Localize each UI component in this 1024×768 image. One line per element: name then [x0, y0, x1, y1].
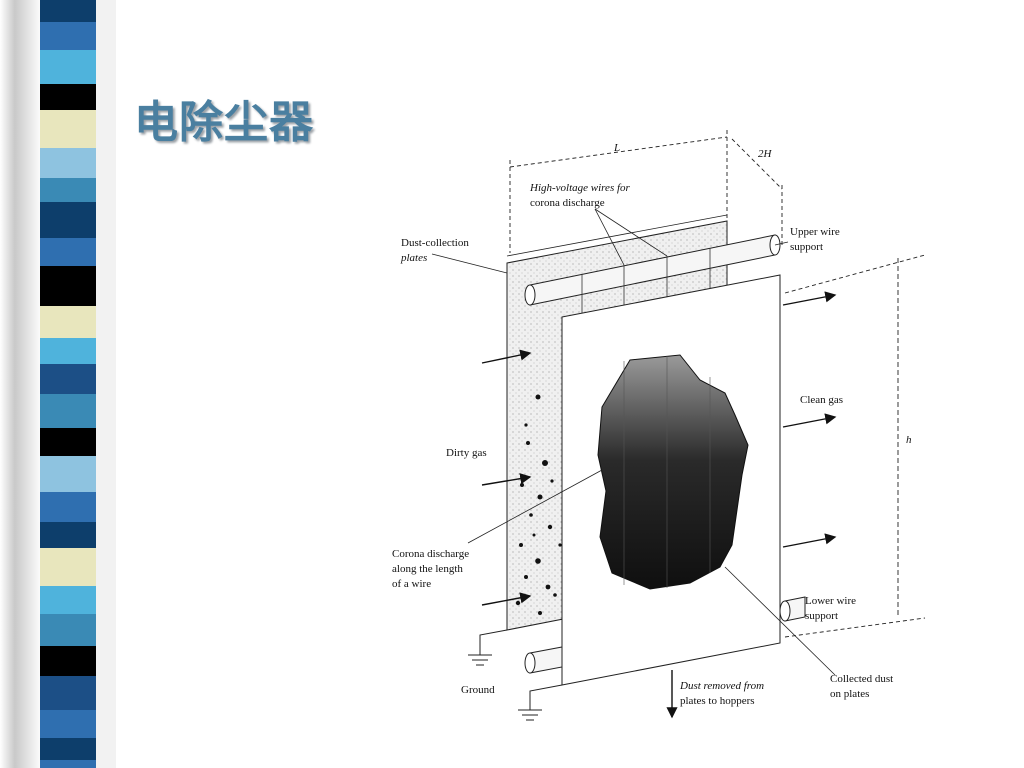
dimension-L-label: L: [613, 142, 620, 154]
side-bar-block: [40, 738, 96, 760]
hv-wires-label-line1: High-voltage wires for: [529, 182, 631, 194]
side-bar-block: [40, 394, 96, 428]
clean-gas-label: Clean gas: [800, 394, 843, 406]
side-bar-block: [40, 0, 96, 22]
slide-title: 电除尘器: [134, 97, 314, 148]
side-bar-block: [40, 306, 96, 338]
lower-wire-support-rod: [779, 596, 806, 622]
side-bar-block: [40, 456, 96, 492]
corona-label-line1: Corona discharge: [392, 548, 469, 560]
side-bar-block: [40, 338, 96, 364]
dust-plates-label-line1: Dust-collection: [401, 237, 469, 249]
side-bar-block: [40, 492, 96, 522]
dust-removed-label-line1: Dust removed from: [679, 680, 764, 692]
dust-particles: [515, 394, 562, 615]
dimension-2H-label: 2H: [758, 148, 773, 160]
side-bar-block: [40, 710, 96, 738]
side-bar-block: [40, 522, 96, 548]
dimension-h-label: h: [906, 434, 912, 446]
dimension-lines: [509, 130, 926, 638]
side-bar-block: [40, 202, 96, 238]
side-bar-block: [40, 110, 96, 148]
dust-removed-label-line2: plates to hoppers: [680, 695, 755, 707]
ground-rod: [524, 646, 563, 674]
electrostatic-precipitator-diagram: L 2H h High-voltage wires for corona dis…: [392, 130, 926, 721]
dust-plates-label-line2: plates: [400, 252, 427, 264]
side-bar-block: [40, 428, 96, 456]
side-bar-block: [40, 238, 96, 266]
gas-flow-arrows: [481, 291, 837, 719]
side-bar-block: [40, 266, 96, 306]
lower-support-label-line1: Lower wire: [805, 595, 856, 607]
side-bar-block: [40, 760, 96, 768]
label-leader-lines: [431, 208, 836, 676]
side-bar-block: [40, 614, 96, 646]
decorative-side-bar: [0, 0, 116, 768]
collected-dust-label-line2: on plates: [830, 688, 869, 700]
collected-dust-label-line1: Collected dust: [830, 673, 893, 685]
ground-symbol: [468, 629, 563, 721]
side-bar-block: [40, 646, 96, 676]
side-bar-block: [40, 676, 96, 710]
side-bar-block: [40, 148, 96, 178]
lower-support-label-line2: support: [805, 610, 838, 622]
collected-dust-patch: [597, 354, 749, 590]
side-bar-block: [40, 50, 96, 84]
corona-label-line2: along the length: [392, 563, 463, 575]
side-bar-block: [40, 178, 96, 202]
side-bar-block: [40, 364, 96, 394]
ground-label: Ground: [461, 684, 495, 696]
side-bar-block: [40, 84, 96, 110]
side-bar-block: [40, 586, 96, 614]
upper-support-label-line1: Upper wire: [790, 226, 840, 238]
upper-support-label-line2: support: [790, 241, 823, 253]
side-bar-block: [40, 22, 96, 50]
corona-label-line3: of a wire: [392, 578, 431, 590]
hv-wires-label-line2: corona discharge: [530, 197, 605, 209]
side-bar-block: [40, 548, 96, 586]
dirty-gas-label: Dirty gas: [446, 447, 487, 459]
